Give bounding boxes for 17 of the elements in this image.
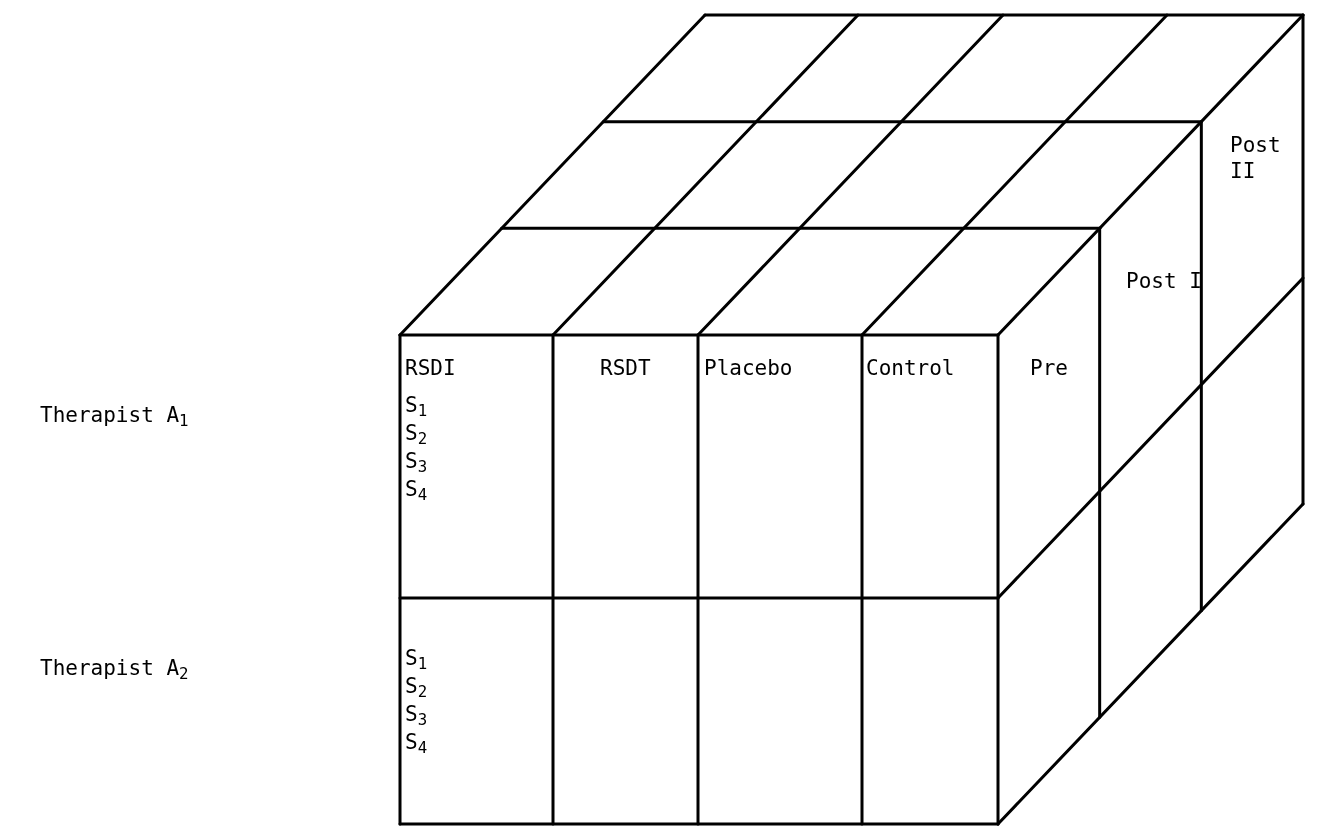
time-label: Post II (1230, 132, 1282, 184)
subject-label: S$_{1}$ (405, 645, 428, 671)
row-label: Therapist A$_{2}$ (40, 655, 189, 681)
subject-label: S$_{4}$ (405, 476, 428, 502)
time-label: Pre (1030, 355, 1068, 381)
time-label: Post I (1126, 268, 1202, 294)
subject-label: S$_{2}$ (405, 673, 428, 699)
subject-label: S$_{3}$ (405, 448, 428, 474)
column-label: RSDI (405, 355, 456, 381)
subject-label: S$_{1}$ (405, 392, 428, 418)
column-label: Placebo (704, 355, 793, 381)
subject-label: S$_{2}$ (405, 420, 428, 446)
subject-label: S$_{4}$ (405, 729, 428, 755)
subject-label: S$_{3}$ (405, 701, 428, 727)
column-label: Control (866, 355, 955, 381)
row-label: Therapist A$_{1}$ (40, 402, 189, 428)
column-label: RSDT (600, 355, 651, 381)
